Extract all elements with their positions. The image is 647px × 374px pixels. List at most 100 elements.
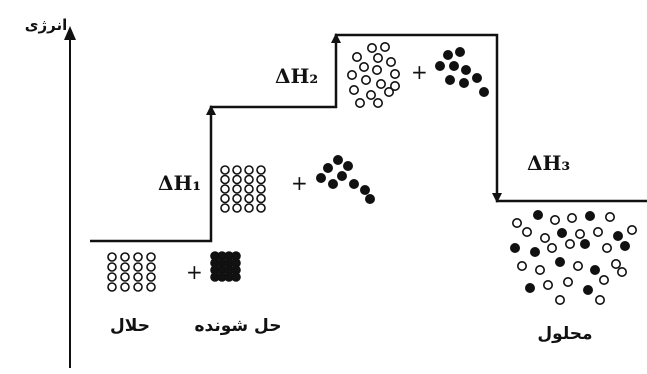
solute-particle bbox=[332, 155, 343, 166]
solvent-particles-separated bbox=[220, 165, 266, 213]
solvent-particle bbox=[146, 272, 156, 282]
solution-particle bbox=[579, 239, 590, 250]
solvent-label: حلال bbox=[110, 316, 150, 336]
solvent-particle bbox=[358, 61, 369, 72]
solute-lattice-particles bbox=[210, 251, 241, 282]
solution-particle bbox=[604, 212, 615, 223]
solution-particle bbox=[511, 218, 522, 229]
solute-particle bbox=[454, 46, 465, 57]
solute-particle bbox=[444, 75, 455, 86]
plus-sign-1: + bbox=[186, 260, 203, 284]
solution-particle bbox=[554, 294, 565, 305]
solvent-particle bbox=[244, 203, 254, 213]
solvent-particle bbox=[256, 193, 266, 204]
solvent-particle bbox=[146, 252, 156, 262]
solution-particle bbox=[574, 229, 585, 240]
solvent-particle bbox=[220, 174, 230, 185]
solution-particle bbox=[584, 211, 595, 222]
solution-particle bbox=[554, 256, 565, 267]
solution-particle bbox=[524, 282, 535, 293]
solvent-particle bbox=[120, 272, 130, 282]
solution-particle bbox=[601, 243, 612, 254]
solution-particle bbox=[532, 210, 543, 221]
solvent-particle bbox=[360, 75, 371, 86]
solvent-particle bbox=[346, 70, 357, 81]
solvent-particle bbox=[107, 282, 117, 292]
solution-particle bbox=[556, 228, 567, 239]
solvent-particle bbox=[389, 81, 400, 92]
solution-particle bbox=[539, 233, 550, 244]
solvent-particle bbox=[244, 184, 254, 194]
energy-axis-label: انرژی bbox=[25, 16, 68, 34]
solution-particle bbox=[619, 241, 630, 252]
solute-particle bbox=[434, 60, 445, 71]
solvent-particle bbox=[366, 42, 377, 53]
solution-particle bbox=[529, 247, 540, 258]
solute-particle bbox=[315, 173, 326, 184]
solvent-particles-expanded bbox=[346, 41, 400, 109]
plus-sign-2: + bbox=[291, 171, 308, 195]
solution-particle bbox=[546, 243, 557, 254]
solvent-particle bbox=[133, 282, 143, 292]
solvent-particle bbox=[365, 90, 376, 101]
solvent-particles-initial bbox=[107, 252, 156, 292]
solute-particles-expanded bbox=[434, 46, 489, 98]
solvent-particle bbox=[146, 282, 156, 292]
solute-particle bbox=[448, 60, 459, 71]
plus-sign-3: + bbox=[411, 60, 428, 84]
solvent-particle bbox=[383, 87, 394, 98]
solute-particle bbox=[359, 185, 370, 196]
solute-particle bbox=[336, 171, 347, 182]
solution-particle bbox=[616, 266, 627, 277]
solute-particle bbox=[478, 87, 489, 98]
solution-particle bbox=[592, 227, 603, 238]
solute-particle bbox=[364, 194, 375, 205]
solvent-particle bbox=[389, 69, 400, 80]
solvent-particle bbox=[220, 203, 230, 213]
solute-label: حل شونده bbox=[195, 316, 282, 336]
dh2-label: ΔH₂ bbox=[275, 64, 318, 88]
solution-particle bbox=[626, 225, 637, 236]
solvent-particle bbox=[107, 252, 117, 262]
dh3-label: ΔH₃ bbox=[527, 151, 570, 175]
solvent-particle bbox=[120, 282, 130, 292]
solvent-particle bbox=[107, 272, 117, 282]
energy-axis-arrowhead bbox=[64, 26, 76, 40]
solvent-particle bbox=[372, 98, 383, 109]
solute-particle bbox=[458, 78, 469, 89]
solution-label: محلول bbox=[537, 324, 592, 344]
solvent-particle bbox=[232, 193, 242, 204]
solution-particle bbox=[566, 213, 577, 224]
solvent-particle bbox=[133, 272, 143, 282]
solvent-particle bbox=[133, 262, 143, 272]
solvent-particle bbox=[244, 174, 254, 185]
solvent-particle bbox=[220, 193, 230, 204]
solution-particle bbox=[610, 258, 621, 269]
solvent-particle bbox=[220, 165, 230, 175]
solvent-particle bbox=[348, 85, 359, 96]
solvent-particle bbox=[256, 165, 266, 175]
solute-particle bbox=[442, 49, 453, 60]
solution-particle bbox=[509, 243, 520, 254]
solute-particle bbox=[322, 163, 333, 174]
solute-particle bbox=[342, 161, 353, 172]
solvent-particle bbox=[107, 262, 117, 272]
solvent-particle bbox=[133, 252, 143, 262]
solute-particle bbox=[231, 272, 241, 282]
solution-particle bbox=[572, 260, 583, 271]
solvent-particle bbox=[371, 65, 382, 76]
solvent-particle bbox=[220, 184, 230, 194]
solvent-particle bbox=[375, 79, 386, 90]
solute-particle bbox=[471, 73, 482, 84]
solvent-particle bbox=[120, 262, 130, 272]
solute-particle bbox=[460, 65, 471, 76]
solution-particle bbox=[549, 215, 560, 226]
solvent-particle bbox=[244, 165, 254, 175]
solvent-particle bbox=[256, 203, 266, 213]
solute-particles-separated bbox=[315, 155, 375, 205]
solution-particle bbox=[612, 231, 623, 242]
solution-particle bbox=[516, 260, 527, 271]
solution-particle bbox=[564, 239, 575, 250]
